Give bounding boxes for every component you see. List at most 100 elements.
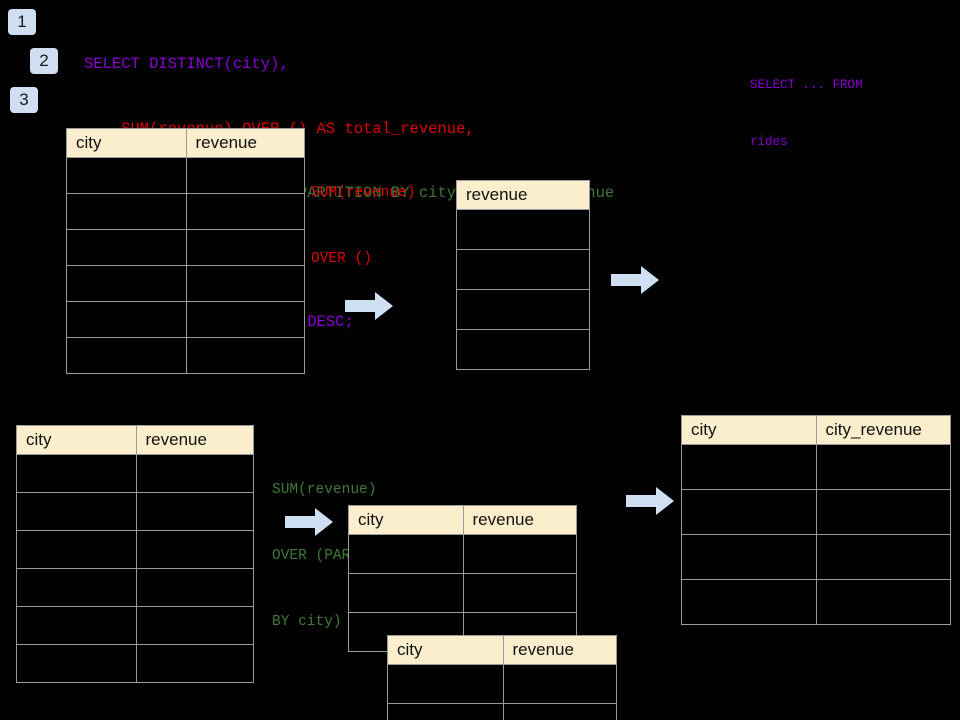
sql-line-select: SELECT DISTINCT(city), (84, 55, 289, 73)
table-row (681, 534, 951, 580)
table-row (348, 573, 577, 613)
table-row (681, 444, 951, 490)
table-cell (681, 534, 817, 580)
table-cell (66, 265, 187, 302)
table-row (66, 193, 305, 230)
partition-group-table-back: city revenue (348, 505, 577, 652)
annotation-city-revenue-line-3: BY city) (272, 614, 342, 630)
table-cell (16, 492, 137, 531)
table-header-row: city city_revenue (681, 415, 951, 445)
annotation-total-revenue: SUM(revenue) OVER () (311, 138, 415, 314)
table-row (456, 209, 590, 250)
table-cell (66, 229, 187, 266)
table-cell (66, 337, 187, 374)
step-badge-3: 3 (10, 87, 38, 113)
column-header-revenue: revenue (456, 180, 590, 210)
table-cell (185, 157, 305, 194)
table-header-row: city revenue (16, 425, 254, 455)
partition-group-table-front: city revenue (387, 635, 617, 720)
table-cell (462, 534, 577, 574)
table-cell (502, 703, 617, 720)
table-cell (456, 329, 590, 370)
table-header-row: revenue (456, 180, 590, 210)
table-cell (185, 193, 305, 230)
table-cell (16, 454, 137, 493)
table-cell (348, 534, 464, 574)
table-cell (66, 301, 187, 338)
column-header-city: city (681, 415, 817, 445)
table-cell (387, 703, 504, 720)
rides-source-table-top: city revenue (66, 128, 305, 374)
table-cell (815, 444, 951, 490)
column-header-city: city (66, 128, 187, 158)
sql-aside-line-1: SELECT ... FROM (750, 78, 863, 92)
sql-aside-line-2: rides (750, 135, 788, 149)
table-row (387, 703, 617, 720)
table-cell (456, 209, 590, 250)
table-row (16, 644, 254, 683)
table-row (456, 289, 590, 330)
table-row (16, 568, 254, 607)
column-header-city: city (348, 505, 464, 535)
table-row (16, 492, 254, 531)
table-header-row: city revenue (348, 505, 577, 535)
column-header-revenue: revenue (502, 635, 617, 665)
table-cell (135, 530, 254, 569)
column-header-revenue: revenue (462, 505, 577, 535)
table-cell (462, 573, 577, 613)
table-row (387, 664, 617, 704)
table-row (66, 265, 305, 302)
step-badge-1: 1 (8, 9, 36, 35)
table-row (66, 337, 305, 374)
table-header-row: city revenue (66, 128, 305, 158)
table-row (16, 530, 254, 569)
table-cell (16, 530, 137, 569)
arrow-top-2-icon (611, 266, 659, 294)
table-cell (66, 193, 187, 230)
annotation-total-revenue-line-2: OVER () (311, 251, 372, 267)
table-cell (185, 337, 305, 374)
table-cell (16, 568, 137, 607)
table-row (66, 157, 305, 194)
table-cell (135, 454, 254, 493)
table-cell (185, 229, 305, 266)
table-cell (815, 489, 951, 535)
table-row (681, 489, 951, 535)
table-cell (66, 157, 187, 194)
rides-source-table-bottom: city revenue (16, 425, 254, 683)
table-cell (681, 444, 817, 490)
table-row (66, 229, 305, 266)
annotation-total-revenue-line-1: SUM(revenue) (311, 185, 416, 201)
arrow-bottom-1-icon (285, 508, 333, 536)
column-header-city: city (387, 635, 504, 665)
table-row (16, 454, 254, 493)
annotation-city-revenue-line-1: SUM(revenue) (272, 482, 377, 498)
table-cell (815, 534, 951, 580)
sql-aside-block: SELECT ... FROM rides (750, 38, 863, 190)
table-row (16, 606, 254, 645)
table-row (348, 534, 577, 574)
column-header-revenue: revenue (135, 425, 254, 455)
table-cell (681, 579, 817, 625)
table-cell (135, 568, 254, 607)
table-row (456, 329, 590, 370)
table-cell (456, 289, 590, 330)
table-cell (348, 573, 464, 613)
table-cell (502, 664, 617, 704)
total-revenue-table: revenue (456, 180, 590, 370)
table-row (456, 249, 590, 290)
table-cell (387, 664, 504, 704)
table-cell (815, 579, 951, 625)
table-cell (185, 265, 305, 302)
final-result-table: city city_revenue (681, 415, 951, 625)
table-cell (135, 606, 254, 645)
table-cell (135, 644, 254, 683)
table-row (66, 301, 305, 338)
arrow-bottom-2-icon (626, 487, 674, 515)
table-cell (135, 492, 254, 531)
column-header-revenue: revenue (185, 128, 305, 158)
table-cell (16, 644, 137, 683)
table-cell (456, 249, 590, 290)
table-row (681, 579, 951, 625)
